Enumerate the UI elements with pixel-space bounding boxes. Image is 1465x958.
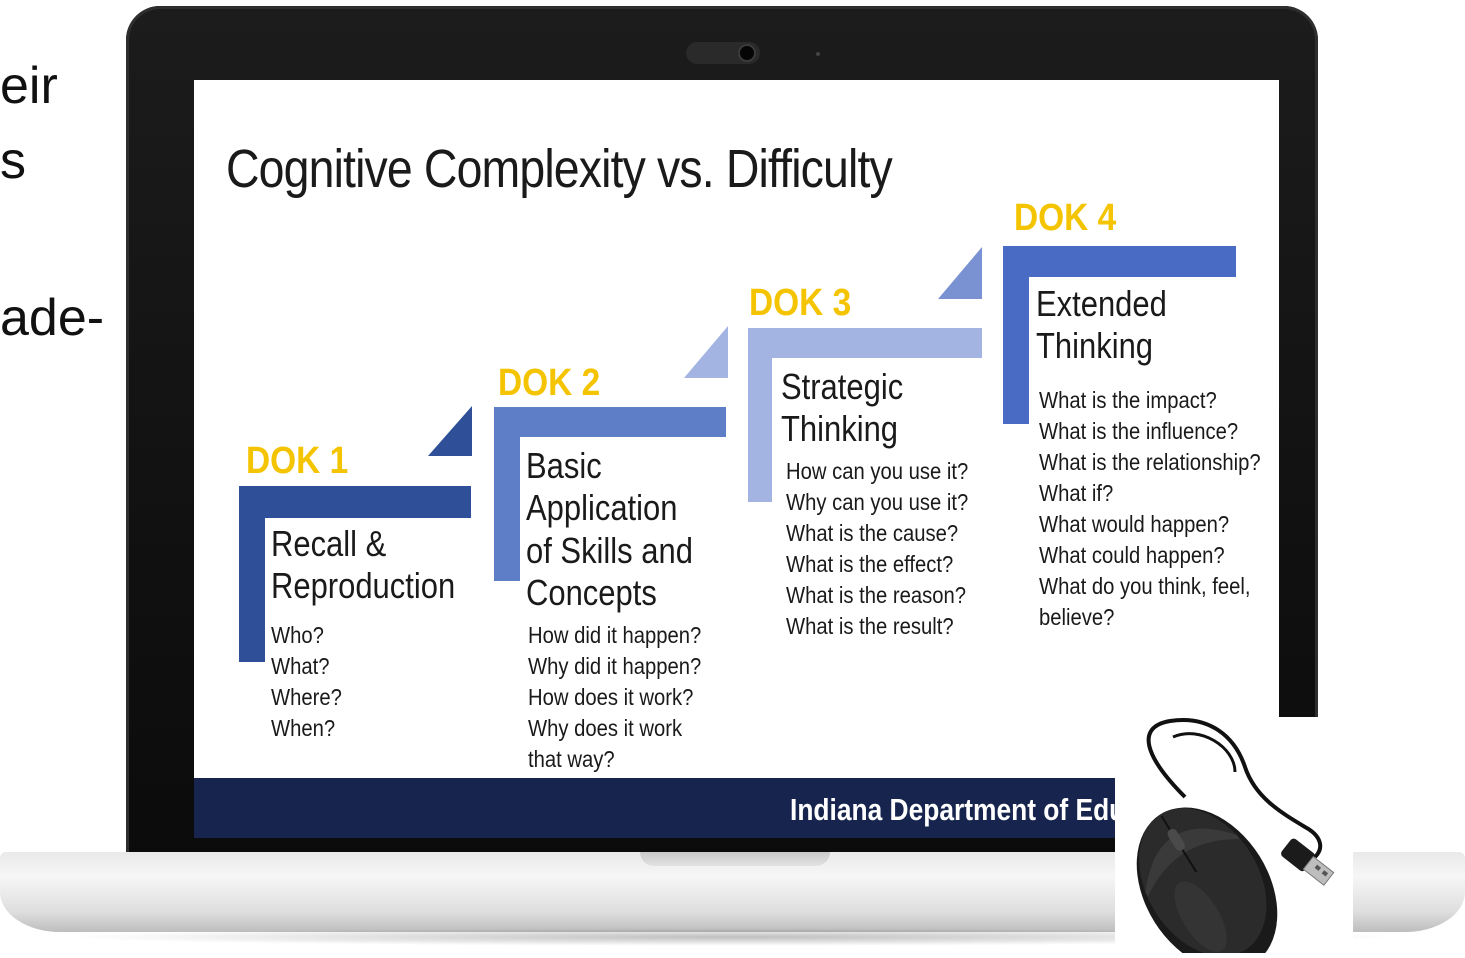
dok-2-arrow [684, 326, 728, 378]
question: believe? [1039, 604, 1115, 630]
dok-1-title-line: Reproduction [271, 565, 456, 607]
dok-1-arrow [428, 406, 472, 456]
webcam-indicator [816, 52, 820, 56]
slide-title: Cognitive Complexity vs. Difficulty [226, 139, 893, 199]
footer-organization: Indiana Department of Edu [790, 792, 1126, 827]
dok-4-title: Extended Thinking [1036, 283, 1167, 368]
question: Where? [271, 684, 342, 710]
question: What if? [1039, 480, 1114, 506]
question: What? [271, 653, 330, 679]
dok-2-title-line: Application [526, 487, 678, 529]
dok-3-step-side [748, 328, 772, 502]
background-text-fragment-1: eir [0, 57, 58, 115]
dok-4-step-top [1003, 246, 1236, 277]
dok-1-step-side [239, 486, 265, 662]
dok-3-label: DOK 3 [749, 282, 852, 324]
laptop-shadow [60, 928, 1405, 946]
question: What do you think, feel, [1039, 573, 1251, 599]
usb-plug-icon [1281, 838, 1335, 886]
question: What is the reason? [786, 582, 967, 608]
computer-mouse-icon [1115, 717, 1353, 958]
dok-2-step-top [494, 407, 726, 437]
dok-3-step-top [748, 328, 982, 358]
webcam-icon [740, 46, 754, 60]
laptop-hinge-notch [640, 852, 830, 866]
dok-3-title-line: Strategic [781, 366, 904, 407]
dok-1-step-top [239, 486, 471, 518]
dok-2-step-side [494, 407, 520, 581]
dok-2-title-line: Concepts [526, 572, 657, 614]
background-text-fragment-3: ade- [0, 289, 105, 347]
slide-footer: Indiana Department of Edu [194, 778, 1279, 838]
background-text-fragment-2: s [0, 132, 26, 190]
dok-2-title-line: of Skills and [526, 529, 693, 571]
mouse-cable [1146, 718, 1323, 859]
dok-2-label: DOK 2 [498, 362, 601, 404]
scroll-wheel [1167, 828, 1185, 851]
question: How can you use it? [786, 458, 969, 484]
question: What is the result? [786, 613, 954, 639]
dok-4-questions: What is the impact? What is the influenc… [1039, 385, 1279, 633]
question: Why can you use it? [786, 489, 969, 515]
dok-4-step-side [1003, 246, 1029, 424]
mouse-cable-loop [1172, 732, 1237, 773]
question: What is the effect? [786, 551, 954, 577]
dok-1-questions: Who? What? Where? When? [271, 620, 352, 744]
question: Why did it happen? [528, 653, 702, 679]
question: What is the impact? [1039, 387, 1217, 413]
dok-2-questions: How did it happen? Why did it happen? Ho… [528, 620, 725, 775]
dok-4-title-line: Thinking [1036, 325, 1154, 367]
question: How did it happen? [528, 622, 702, 648]
dok-3-questions: How can you use it? Why can you use it? … [786, 456, 993, 642]
dok-3-arrow [938, 247, 982, 299]
question: Why does it work [528, 715, 683, 741]
question: What is the influence? [1039, 418, 1239, 444]
question: What would happen? [1039, 511, 1230, 537]
dok-2-title: Basic Application of Skills and Concepts [526, 445, 693, 615]
dok-1-label: DOK 1 [246, 440, 349, 482]
mouse-illustration [1136, 718, 1335, 958]
question: What could happen? [1039, 542, 1225, 568]
dok-4-label: DOK 4 [1014, 197, 1117, 239]
question: Who? [271, 622, 324, 648]
laptop-screen: Cognitive Complexity vs. Difficulty DOK … [194, 80, 1279, 838]
question: that way? [528, 746, 615, 772]
dok-1-title-line: Recall & [271, 523, 387, 564]
dok-4-title-line: Extended [1036, 283, 1167, 324]
dok-1-title: Recall & Reproduction [271, 523, 455, 608]
dok-2-title-line: Basic [526, 445, 602, 486]
dok-3-title-line: Thinking [781, 408, 899, 450]
question: What is the relationship? [1039, 449, 1261, 475]
question: When? [271, 715, 336, 741]
dok-3-title: Strategic Thinking [781, 366, 903, 451]
question: How does it work? [528, 684, 694, 710]
mouse-body [1136, 807, 1278, 958]
question: What is the cause? [786, 520, 959, 546]
